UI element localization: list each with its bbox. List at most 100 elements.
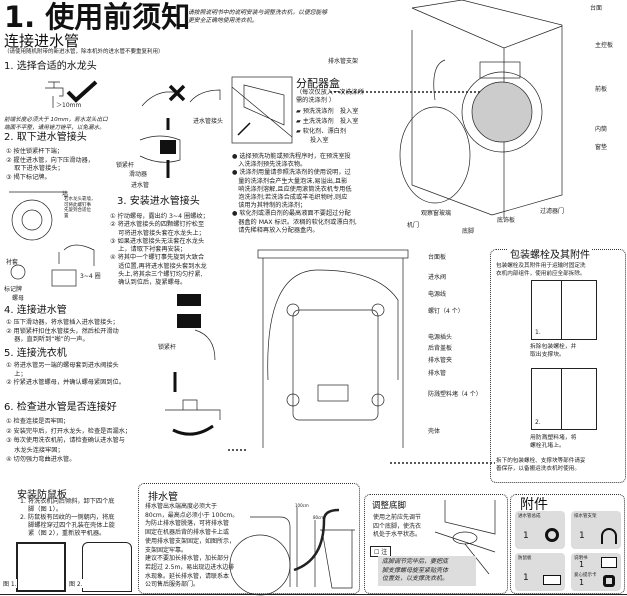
- package-caption-2: 用防溅塑料堵，将螺栓孔堵上。: [530, 434, 576, 450]
- step-item: 可将进水管接头套在水龙头上；: [110, 229, 205, 237]
- step-list: ① 压下滑动器，将水管插入进水管接头；② 用锁紧杆扣住水管接头，然后松开滑动 器…: [6, 319, 119, 345]
- label-turns: 3~4 圈: [80, 273, 101, 280]
- note-line: 位置处，以支撑洗衣机。: [382, 575, 449, 583]
- accessory-qty: 1: [579, 531, 585, 541]
- bullet-line: 泡洗涤剂;若洗涤合成或羊毛织物时,则应: [238, 194, 348, 202]
- step-item: ④ 将其中一个螺钉事先旋到大致合: [110, 254, 205, 262]
- step-item: 水龙头连接牢固；: [6, 446, 64, 454]
- note-line: 置: [64, 213, 69, 219]
- figure-number: 2.: [535, 419, 541, 426]
- label-top: 台面: [590, 5, 603, 12]
- label-tag: 标记牌: [4, 286, 23, 293]
- label-plastic-plugs: 防溅塑料堵（4 个）: [428, 391, 482, 398]
- package-figure-1: 1.: [531, 280, 597, 340]
- bullet-line: 请先稀释再放入分配器盒内。: [238, 226, 319, 234]
- label-gasket: 窗垫: [595, 144, 608, 151]
- step-item: ① 压下滑动器，将水管插入进水管接头；: [6, 319, 119, 326]
- foot-adjust-illustration: [434, 500, 496, 575]
- dispenser-bullets: ● 选择预洗功能或预洗程序时，在预洗室投 入洗涤剂预先洗涤衣物。 ● 洗涤剂用量…: [232, 153, 357, 235]
- accessory-qty: 1: [579, 560, 585, 569]
- text-line: 80cm，最高点必须小于 100cm。: [145, 511, 239, 519]
- compartment-label: 投入室: [310, 137, 329, 144]
- bullet-line: 响洗涤剂溶解,且应使用滚筒洗衣机专用低: [238, 185, 352, 193]
- note-line: 前端长度必须大于 10mm，若水龙头出口: [4, 117, 108, 123]
- bullet-item: ● 软化剂或漂白剂的最高液面不要超过分配 器盒的 MAX 标识。浓稠的软化剂或漂…: [232, 210, 357, 234]
- step-item: 头上,将其余三个螺钉均匀拧紧,: [110, 271, 203, 279]
- compartment-label: 预洗洗涤剂 投入室: [302, 108, 359, 115]
- accessory-name: 防鼠板: [518, 556, 532, 561]
- caption-line: 拆除包装螺栓，并: [530, 344, 577, 350]
- compartment-main: ▰ 主洗洗涤剂 投入室: [296, 118, 359, 125]
- label-cabinet: 壳体: [428, 428, 441, 435]
- label-hose: 进水管: [131, 182, 150, 189]
- label-wall: 墙: [62, 191, 69, 198]
- text-line: 若超过 2.5m，易出现边进水边排: [145, 563, 235, 571]
- label-hose-clip: 排水管夹: [428, 357, 453, 364]
- bullet-line: 选择预洗功能或预洗程序时，在预洗室投: [239, 153, 351, 160]
- accessories-panel: [510, 494, 625, 594]
- text-line: 排水管出水端高度必须大于: [145, 503, 218, 510]
- note-line: 可将此螺钉事: [64, 202, 91, 208]
- plate-icon: [543, 575, 561, 585]
- step-list: ① 拧动螺母，露出约 3~4 圈螺纹；② 将进水管接头的四颗螺钉拧松至 可将进水…: [110, 213, 209, 288]
- mouse-plate-figure-2: [82, 542, 132, 592]
- page-title: 1. 使用前须知: [4, 0, 191, 34]
- label-plug: 电源插头: [428, 334, 453, 341]
- section-title: 连接进水管: [4, 32, 80, 50]
- step-item: 紧（图 2），重新放平机器。: [20, 530, 106, 537]
- mouse-plate-steps: 1. 将洗衣机向后倾斜，卸下四个底 脚（图 1）。2. 防鼠板有凹纹的一侧朝内，…: [20, 498, 115, 538]
- mouse-plate-title: 安装防鼠板: [17, 490, 67, 501]
- section-note: （请使用随机附带的新进水管，除本机外的进水管不要重复利用）: [4, 49, 164, 55]
- package-caption-1: 拆除包装螺栓，并取出支撑块。: [530, 343, 576, 359]
- step-item: ② 将进水管接头的四颗螺钉拧松至: [110, 221, 205, 229]
- hand-connector-illustration: [139, 118, 181, 178]
- label-bushing: 衬套: [6, 259, 19, 266]
- step-item: ① 拧动螺母，露出约 3~4 圈螺纹；: [110, 213, 209, 220]
- step-item: 脚螺栓穿过四个孔装在壳体上旋: [20, 522, 115, 529]
- label-wall-note: 若水龙头靠墙，可将此螺钉事先旋到合适位置: [64, 197, 96, 219]
- intro-line: 衣机内部组件，使用前应全部拆除。: [496, 271, 586, 277]
- label-front: 前板: [595, 86, 608, 93]
- label-nut: 螺母: [12, 295, 25, 302]
- bullet-item: ● 洗涤剂用量请参照洗涤剂的使用说明，过 量的洗涤剂会产生大量泡沫,易溢出,且影…: [232, 169, 352, 210]
- step-item: ③ 揭下标记牌。: [6, 173, 51, 181]
- step-item: ③ 如果进水管接头无法套在水龙头: [110, 237, 205, 245]
- figure-label-2: 图 2.: [69, 579, 83, 588]
- accessory-qty: 1: [523, 531, 529, 541]
- dimension-label: ＞10mm: [56, 102, 82, 109]
- step-item: 取下进水管接头；: [6, 165, 64, 172]
- label-door: 机门: [407, 222, 420, 229]
- label-filter: 过滤器门: [540, 208, 565, 215]
- faucet-bad-illustration: [141, 84, 221, 107]
- card-icon: [603, 575, 615, 587]
- caption-line: 螺栓孔堵上。: [530, 443, 565, 449]
- bullet-line: 器盒的 MAX 标识。浓稠的软化剂或漂白剂,: [238, 218, 357, 226]
- note-line: 需的洗涤剂 ）: [296, 97, 336, 104]
- footer-line: 拆下的包装螺栓、支撑块等部件请妥: [496, 458, 586, 464]
- label-foot: 底脚: [462, 228, 475, 235]
- step-list: ① 检查连接是否牢固；② 安装完毕后，打开水龙头，检查是否漏水；③ 每次使用洗衣…: [6, 417, 131, 465]
- step-item: 适位置,再将进水管接头套到水龙: [110, 262, 207, 270]
- drain-title: 排水管: [148, 492, 178, 503]
- footer-line: 善保存，以备搬运洗衣机时使用。: [496, 466, 580, 472]
- step-item: ② 握住进水管，向下压滑动器，: [6, 156, 94, 164]
- note-line: 先旋到合适位: [64, 208, 91, 213]
- hose-ring-icon: [545, 528, 559, 542]
- connection-steps-illustration: [165, 294, 221, 436]
- text-line: 公司售后服务部门。: [145, 581, 200, 589]
- accessory-qty: 1: [579, 578, 585, 587]
- figure-label-1: 图 1.: [3, 579, 17, 588]
- compartment-label: 软化剂、漂白剂: [302, 128, 347, 135]
- step-item: ③ 每次使用洗衣机前，请检查确认进水管与: [6, 437, 125, 444]
- page-bottom-rule: [0, 594, 627, 595]
- subtitle-line: 请按照说明书中的说明安装与调整洗衣机，以便您能够: [188, 10, 328, 16]
- compartment-softener: ▰ 软化剂、漂白剂: [296, 128, 347, 135]
- washing-machine-front-illustration: [330, 0, 563, 218]
- step-item: ① 按住锁紧杆下端；: [6, 148, 64, 155]
- note-label: 注: [381, 549, 388, 556]
- step-list: ① 将进水管另一端的螺母套到进水阀接头 上；② 拧紧进水管螺母，并确认螺母紧固到…: [6, 362, 125, 388]
- label-screws: 螺钉（4 个）: [428, 308, 464, 315]
